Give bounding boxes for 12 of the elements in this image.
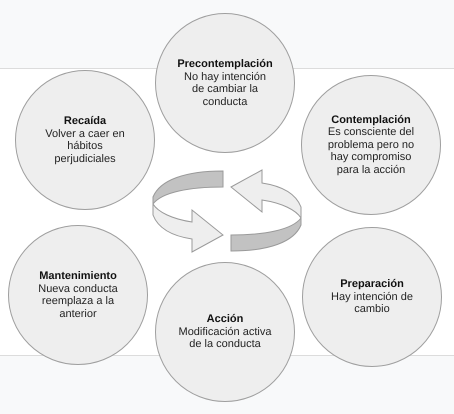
stage-description: Volver a caer en hábitos perjudiciales [44,128,126,165]
stage-description: Nueva conducta reemplaza a la anterior [37,282,119,320]
stage-title: Recaída [64,115,106,128]
stage-description: Hay intención de cambio [330,290,414,316]
stage-title: Contemplación [331,114,411,126]
stage-title: Acción [206,313,244,326]
stage-title: Mantenimiento [39,270,117,282]
stage-title: Preparación [340,278,404,291]
stage-description: Es consciente del problema pero no hay compromiso para la acción [326,126,416,176]
stage-description: No hay intención de cambiar la conducta [183,70,267,108]
stage-description: Modificación activa de la conducta [178,326,272,351]
stage-title: Precontemplación [177,58,273,70]
